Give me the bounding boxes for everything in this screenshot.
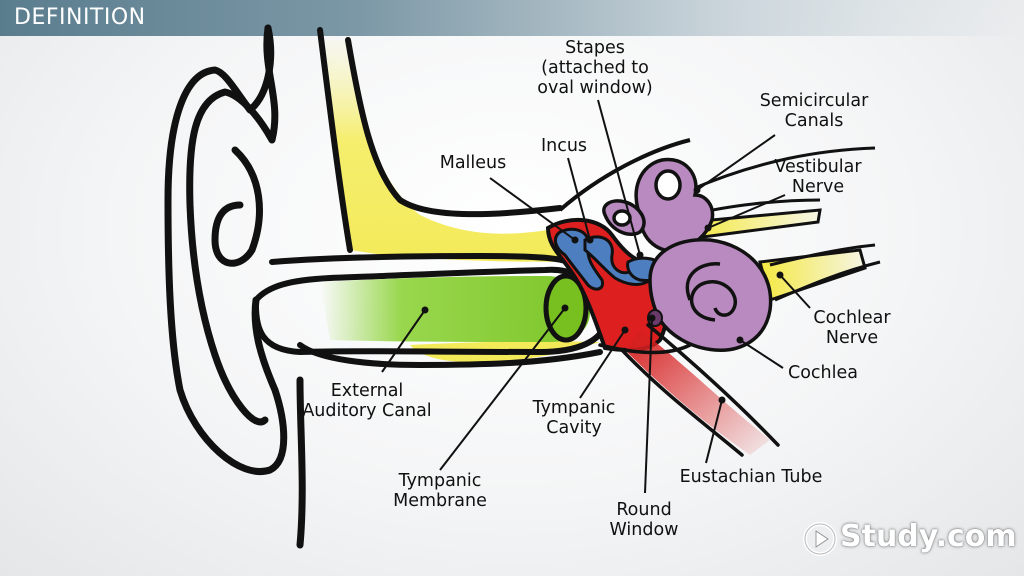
banner-title: DEFINITION [14, 5, 146, 30]
external-auditory-canal [320, 276, 590, 342]
cochlear-nerve-shape [758, 248, 867, 302]
label-vestibular-nerve: Vestibular Nerve [774, 157, 862, 197]
label-tympanic-cavity: Tympanic Cavity [532, 398, 616, 438]
label-tympanic-membrane: Tympanic Membrane [393, 471, 487, 511]
eustachian-tube [625, 330, 770, 455]
pinna [164, 24, 306, 549]
label-semicircular-canals: Semicircular Canals [759, 91, 869, 131]
cochlea-shape [648, 238, 773, 352]
label-incus: Incus [540, 136, 588, 156]
label-cochlea: Cochlea [788, 363, 858, 383]
study-logo: Study.com [802, 519, 1017, 559]
label-malleus: Malleus [439, 153, 507, 173]
canal-outline [252, 27, 608, 368]
temporal-bone-upper [325, 40, 565, 262]
play-icon [803, 522, 837, 556]
label-external-auditory-canal: External Auditory Canal [302, 381, 432, 421]
leader-lines [381, 99, 811, 494]
label-eustachian-tube: Eustachian Tube [679, 467, 823, 487]
label-stapes: Stapes (attached to oval window) [537, 38, 653, 98]
inner-ear [602, 157, 773, 352]
header-banner: DEFINITION [0, 0, 1024, 36]
label-round-window: Round Window [609, 500, 679, 540]
label-cochlear-nerve: Cochlear Nerve [813, 308, 891, 348]
logo-text: Study.com [840, 519, 1017, 554]
